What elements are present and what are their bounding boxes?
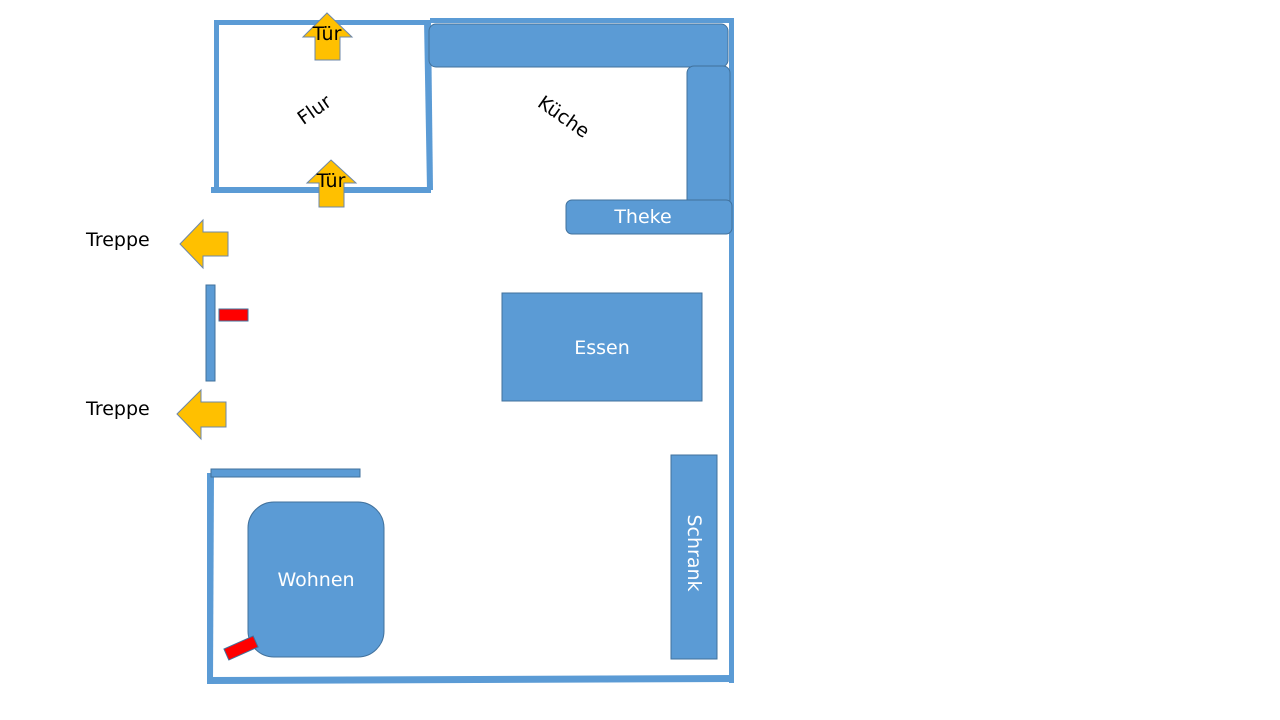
stairs-upper-label: Treppe	[85, 229, 150, 251]
stairs-arrow-left-icon	[179, 218, 229, 270]
wohnen-sofa	[247, 501, 385, 658]
flur-label: Flur	[293, 91, 335, 130]
kitchen-counter-right	[686, 65, 731, 207]
essen-label: Essen	[574, 337, 630, 359]
kueche-label: Küche	[533, 92, 593, 143]
door-top-label: Tür	[312, 23, 342, 45]
flur-wall-left	[214, 20, 219, 191]
door-arrow-up-icon	[305, 159, 358, 208]
red-marker-stairs	[218, 308, 249, 322]
kitchen-wall-top	[430, 18, 734, 23]
kitchen-counter-top	[428, 23, 729, 68]
schrank-cabinet	[670, 454, 718, 660]
theke-label: Theke	[613, 206, 671, 228]
essen-table	[501, 292, 703, 402]
stairs-lower-label: Treppe	[85, 398, 150, 420]
theke-counter	[565, 199, 733, 235]
red-marker-living	[223, 635, 259, 661]
wohnen-label: Wohnen	[277, 569, 354, 591]
outer-wall-right	[729, 18, 734, 683]
wall-segment-living	[210, 468, 361, 478]
outer-wall-left-lower	[207, 473, 214, 684]
outer-wall-bottom	[208, 675, 734, 684]
stairs-arrow-left-icon	[176, 388, 227, 441]
door-arrow-up-icon	[301, 12, 354, 61]
schrank-label: Schrank	[683, 514, 705, 591]
wall-segment-stairs	[205, 284, 216, 382]
door-bottom-label: Tür	[316, 170, 346, 192]
